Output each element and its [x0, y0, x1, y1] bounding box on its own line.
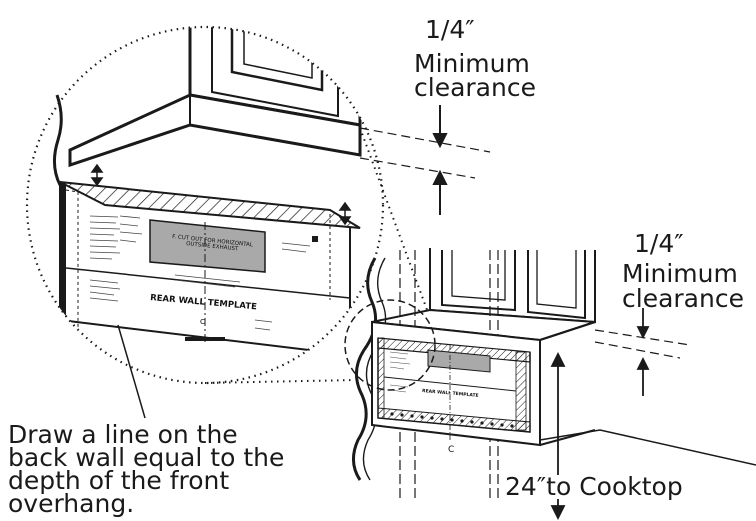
callout-line-1: Draw a line on the: [8, 420, 238, 449]
callout-pointer: [117, 324, 146, 419]
cooktop-dimension-arrow: [550, 351, 566, 521]
top-clearance-line1: Minimum: [414, 49, 530, 78]
callout-line-2: back wall equal to the: [8, 443, 285, 472]
wall-edge-left: [53, 94, 63, 186]
cooktop-distance-label: 24″to Cooktop: [505, 472, 683, 501]
top-extension-lines: [359, 127, 491, 179]
main-installation-view: [344, 248, 756, 521]
template-texts-small: REAR WALL TEMPLATE C: [422, 388, 479, 455]
callout-line-4: overhang.: [8, 489, 135, 518]
magnifier-leaders: [204, 127, 431, 384]
right-clearance-value: 1/4″: [634, 229, 684, 258]
gap-arrows: [90, 163, 352, 226]
callout-line-3: depth of the front: [8, 466, 230, 495]
cutout-label-line2: OUTSIDE EXHAUST: [186, 241, 239, 253]
right-clearance-line1: Minimum: [622, 259, 738, 288]
template-center-mark-large: C: [200, 318, 205, 326]
small-magnifier-circle: [344, 299, 436, 391]
right-clearance-arrows: [636, 308, 650, 396]
template-fine-print: [89, 215, 311, 331]
top-clearance-line2: clearance: [414, 73, 536, 102]
rear-wall-template-small: [377, 337, 531, 440]
template-title-small: REAR WALL TEMPLATE: [422, 388, 479, 399]
rear-wall-template-large: [59, 181, 361, 382]
template-title-large: REAR WALL TEMPLATE: [150, 293, 258, 312]
top-clearance-arrows: [432, 105, 448, 215]
template-center-mark-small: C: [448, 445, 454, 455]
main-wall-edges: [352, 250, 756, 500]
magnified-detail: [59, 27, 362, 382]
magnifier-circle: [25, 25, 385, 385]
right-clearance-line2: clearance: [622, 284, 744, 313]
upper-cabinet-detail: [68, 27, 362, 168]
top-clearance-value: 1/4″: [425, 15, 475, 44]
